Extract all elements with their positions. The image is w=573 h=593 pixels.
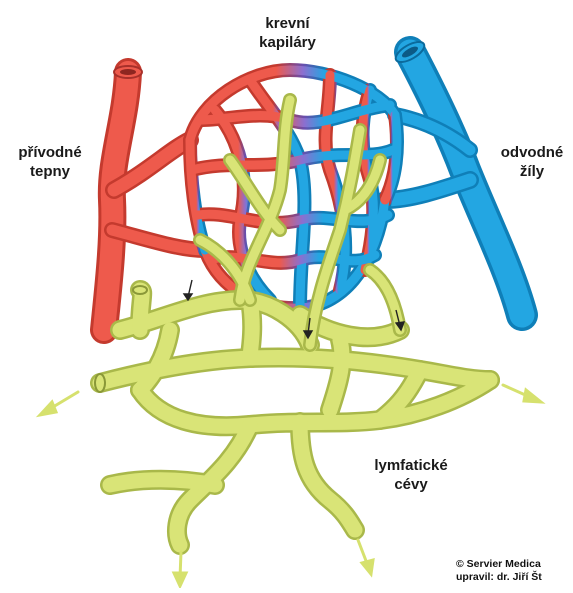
label-lymph-line2: cévy [361, 475, 461, 494]
label-veins-line1: odvodné [494, 143, 570, 162]
label-arteries: přívodné tepny [6, 143, 94, 181]
label-capillaries-line2: kapiláry [240, 33, 335, 52]
label-lymph: lymfatické cévy [361, 456, 461, 494]
credit-line1: © Servier Medica [456, 558, 573, 571]
label-veins: odvodné žíly [494, 143, 570, 181]
label-veins-line2: žíly [494, 162, 570, 181]
label-arteries-line2: tepny [6, 162, 94, 181]
label-arteries-line1: přívodné [6, 143, 94, 162]
label-lymph-line1: lymfatické [361, 456, 461, 475]
label-capillaries-line1: krevní [240, 14, 335, 33]
image-credit: © Servier Medica upravil: dr. Jiří Št [456, 558, 573, 584]
credit-line2: upravil: dr. Jiří Št [456, 571, 573, 584]
label-capillaries: krevní kapiláry [240, 14, 335, 52]
